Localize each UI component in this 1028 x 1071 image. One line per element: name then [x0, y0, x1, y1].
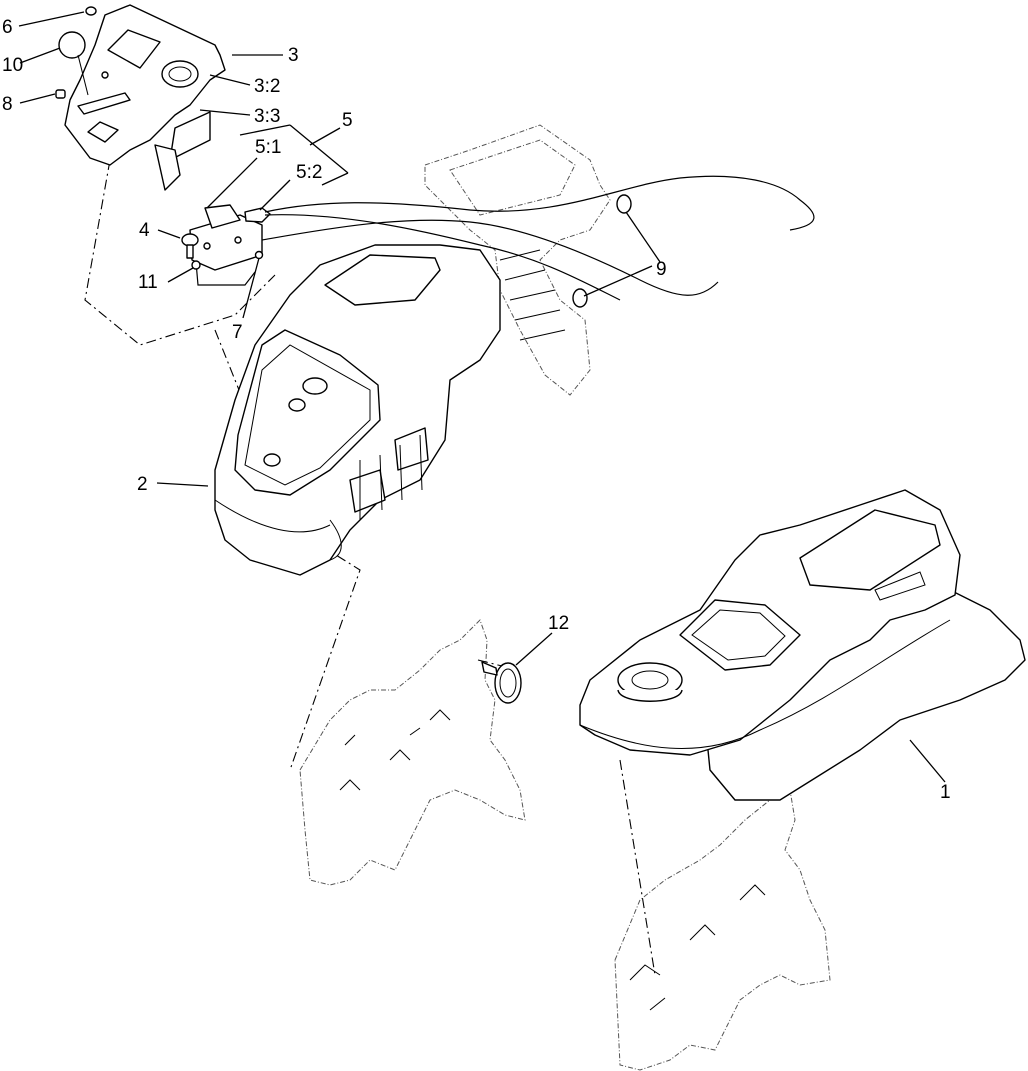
- console-cover: [579, 489, 1026, 801]
- ghost-mount-panel-left: [299, 619, 526, 886]
- switch-button: [181, 233, 199, 259]
- cable-ties: [572, 194, 632, 308]
- control-knob: [58, 31, 89, 96]
- callout-2: 2: [137, 474, 148, 495]
- callout-3-3: 3:3: [254, 106, 280, 127]
- leader-lines: [18, 11, 946, 783]
- control-cables: [261, 175, 815, 301]
- callout-1: 1: [940, 782, 951, 803]
- callout-4: 4: [139, 220, 150, 241]
- callout-5-1: 5:1: [255, 137, 281, 158]
- ghost-mount-panel-right: [614, 789, 831, 1071]
- callout-3-2: 3:2: [254, 76, 280, 97]
- callout-3: 3: [288, 45, 299, 66]
- ghost-rear-frame: [424, 124, 611, 396]
- callout-7: 7: [232, 322, 243, 343]
- callout-10: 9: [656, 259, 667, 280]
- callout-11: 11: [138, 272, 158, 293]
- callout-9: 10: [2, 55, 23, 76]
- control-panel-plate: [64, 4, 226, 191]
- knob-pin: [85, 6, 97, 16]
- callout-5: 5: [342, 110, 353, 131]
- callout-labels: 6 10 8 3 3:2 3:3 5 5:1 5:2 4 11 7 9 2 12…: [2, 17, 951, 803]
- callout-8: 8: [2, 94, 13, 115]
- small-washer: [254, 250, 264, 260]
- callout-6: 6: [2, 17, 13, 38]
- hose-clamp: [481, 661, 522, 704]
- wire-harness-clip: [191, 260, 256, 286]
- callout-12: 12: [548, 613, 569, 634]
- callout-5-2: 5:2: [296, 162, 322, 183]
- panel-fastener: [55, 89, 66, 99]
- console-housing-upper: [214, 244, 501, 576]
